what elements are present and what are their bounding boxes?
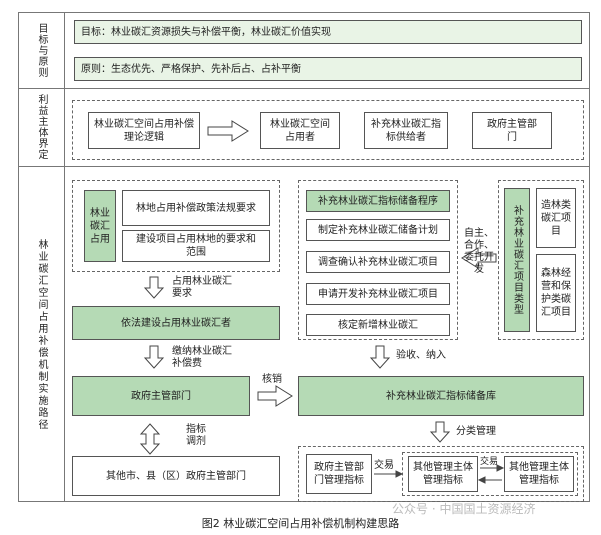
label-pay-fee: 缴纳林业碳汇补偿费 (172, 346, 232, 369)
occupy-title-box: 林业碳汇占用 (84, 190, 116, 262)
build-occupier-box: 依法建设占用林业碳汇者 (72, 306, 280, 340)
label-occupy-req: 占用林业碳汇要求 (172, 276, 232, 299)
label-classify: 分类管理 (456, 426, 496, 437)
label-trade-1: 交易 (374, 460, 394, 471)
reserve-bank-box: 补充林业碳汇指标储备库 (298, 376, 584, 416)
other-gov-box: 其他市、县（区）政府主管部门 (72, 456, 280, 496)
types-group (498, 180, 584, 340)
occupier-box: 林业碳汇空间占用者 (260, 112, 340, 149)
principle-box: 原则：生态优先、严格保护、先补后占、占补平衡 (74, 57, 582, 81)
arrow-reserve-down (369, 345, 391, 369)
row-divider-1 (18, 88, 590, 89)
reserve-step-3: 申请开发补充林业碳汇项目 (306, 283, 450, 305)
reserve-step-4: 核定新增林业碳汇 (306, 314, 450, 336)
arrow-verify-right (257, 385, 293, 407)
trade-group (298, 446, 584, 502)
reserve-step-2: 调查确认补充林业碳汇项目 (306, 251, 450, 273)
occupy-group (72, 180, 280, 272)
figure-caption: 图2 林业碳汇空间占用补偿机制构建思路 (201, 517, 400, 530)
other-mgmt-box-1: 其他管理主体管理指标 (408, 456, 478, 492)
label-adjust: 指标调剂 (186, 424, 206, 447)
arrow-bank-down (429, 421, 451, 443)
gov-dept-box: 政府主管部门 (72, 376, 250, 416)
policy-box: 林地占用补偿政策法规要求 (122, 190, 270, 226)
supplier-box: 补充林业碳汇指标供给者 (364, 112, 448, 149)
row-divider-2 (18, 166, 590, 167)
goal-box: 目标：林业碳汇资源损失与补偿平衡，林业碳汇价值实现 (74, 20, 582, 44)
project-box: 建设项目占用林地的要求和范围 (122, 230, 270, 262)
afforest-box: 造林类碳汇项目 (536, 188, 576, 248)
label-goals-principles: 目标与原则 (36, 22, 47, 78)
reserve-step-1: 制定补充林业碳汇储备计划 (306, 219, 450, 241)
label-verify: 核销 (262, 374, 282, 385)
arrow-build-down (143, 345, 165, 369)
left-column-divider (64, 12, 65, 502)
label-stakeholders: 利益主体界定 (36, 94, 47, 160)
watermark: 公众号 · 中国国土资源经济 (392, 502, 536, 516)
trade-arrow-1-head (395, 470, 404, 478)
arrow-occupy-down (143, 276, 165, 299)
types-title-box: 补充林业碳汇项目类型 (504, 188, 530, 332)
reserve-title-box: 补充林业碳汇指标储备程序 (306, 190, 450, 212)
arrow-theory-right (207, 120, 249, 142)
goal-text: 目标：林业碳汇资源损失与补偿平衡，林业碳汇价值实现 (81, 26, 331, 38)
label-trade-2: 交易 (480, 457, 499, 467)
principle-text: 原则：生态优先、严格保护、先补后占、占补平衡 (81, 63, 301, 75)
arrow-types-left (461, 247, 497, 269)
other-mgmt-box-2: 其他管理主体管理指标 (504, 456, 574, 492)
reserve-group (298, 180, 458, 340)
manage-box: 森林经营和保护类碳汇项目 (536, 254, 576, 332)
theory-box: 林业碳汇空间占用补偿理论逻辑 (88, 112, 200, 149)
gov-box-top: 政府主管部门 (472, 112, 552, 149)
arrow-gov-updown (139, 423, 161, 455)
gov-mgmt-box: 政府主管部门管理指标 (306, 454, 372, 494)
label-self-dev: 自主、合作、委托开发 (464, 228, 494, 275)
stakeholders-group (72, 100, 584, 160)
label-implementation-path: 林业碳汇空间占用补偿机制实施路径 (36, 239, 47, 431)
label-accept: 验收、纳入 (396, 350, 446, 361)
trade-arrow-2a-head (496, 464, 505, 472)
trade-arrow-2b-head (477, 476, 486, 484)
